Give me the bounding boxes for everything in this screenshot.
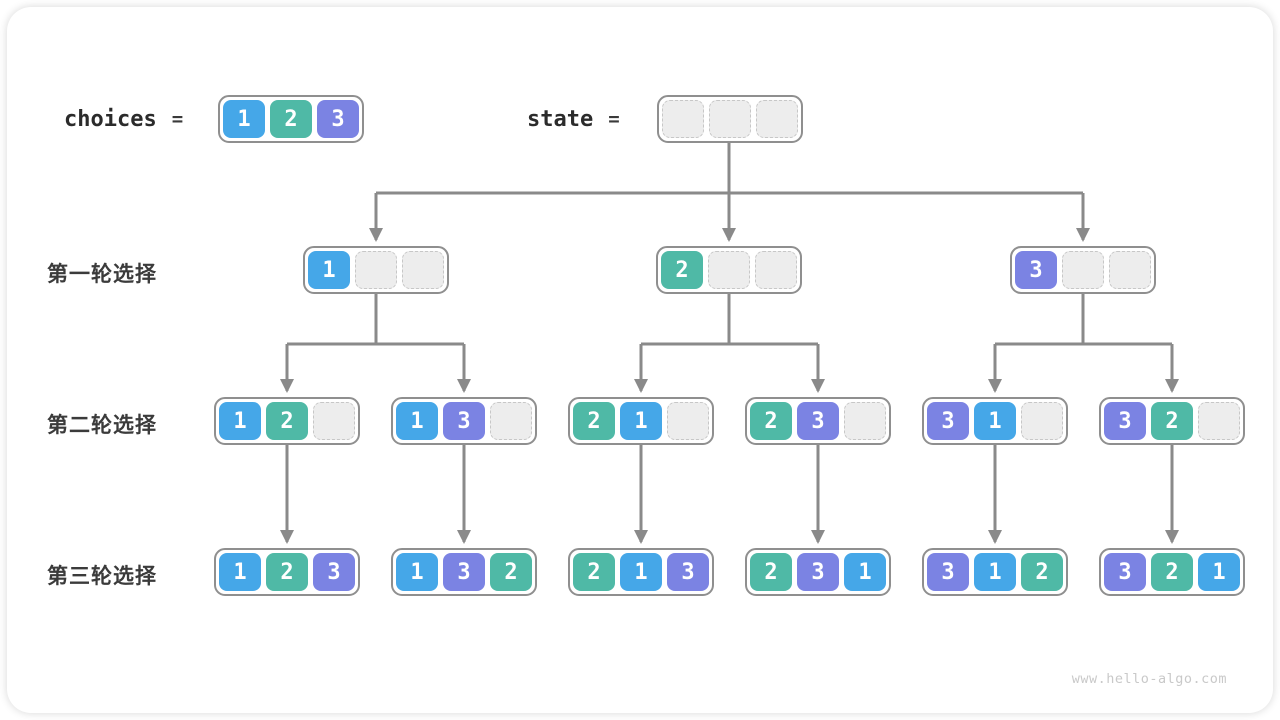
state-header: state = bbox=[527, 95, 620, 143]
value-cell-1: 1 bbox=[974, 553, 1016, 591]
value-cell-3: 3 bbox=[1104, 402, 1146, 440]
value-cell-2: 2 bbox=[1151, 553, 1193, 591]
value-cell-2: 2 bbox=[266, 553, 308, 591]
round-3-label: 第三轮选择 bbox=[47, 565, 157, 588]
round-2-label: 第二轮选择 bbox=[47, 414, 157, 437]
value-cell-1: 1 bbox=[308, 251, 350, 289]
value-cell-1: 1 bbox=[620, 553, 662, 591]
value-cell-1: 1 bbox=[974, 402, 1016, 440]
value-cell-3: 3 bbox=[927, 402, 969, 440]
empty-cell bbox=[1021, 402, 1063, 440]
empty-cell bbox=[355, 251, 397, 289]
value-cell-2: 2 bbox=[750, 553, 792, 591]
value-cell-2: 2 bbox=[661, 251, 703, 289]
choices-equals-sign: = bbox=[171, 108, 184, 130]
empty-cell bbox=[402, 251, 444, 289]
empty-cell bbox=[844, 402, 886, 440]
value-cell-2: 2 bbox=[490, 553, 532, 591]
empty-cell bbox=[313, 402, 355, 440]
empty-cell bbox=[756, 100, 798, 138]
value-cell-2: 2 bbox=[270, 100, 312, 138]
value-cell-1: 1 bbox=[219, 553, 261, 591]
empty-cell bbox=[1198, 402, 1240, 440]
value-cell-3: 3 bbox=[317, 100, 359, 138]
empty-cell bbox=[709, 100, 751, 138]
empty-cell bbox=[490, 402, 532, 440]
value-cell-3: 3 bbox=[443, 553, 485, 591]
state-equals-sign: = bbox=[608, 108, 620, 130]
value-cell-1: 1 bbox=[1198, 553, 1240, 591]
value-cell-2: 2 bbox=[750, 402, 792, 440]
round-1-state-box-3: 3 bbox=[1010, 246, 1156, 294]
value-cell-3: 3 bbox=[1015, 251, 1057, 289]
value-cell-1: 1 bbox=[223, 100, 265, 138]
round-1-state-box-1: 1 bbox=[303, 246, 449, 294]
value-cell-3: 3 bbox=[313, 553, 355, 591]
value-cell-2: 2 bbox=[573, 553, 615, 591]
empty-cell bbox=[667, 402, 709, 440]
round-1-state-box-2: 2 bbox=[656, 246, 802, 294]
value-cell-2: 2 bbox=[1151, 402, 1193, 440]
value-cell-3: 3 bbox=[443, 402, 485, 440]
empty-cell bbox=[1062, 251, 1104, 289]
tree-connector-arrows bbox=[280, 143, 1179, 544]
value-cell-3: 3 bbox=[1104, 553, 1146, 591]
value-cell-1: 1 bbox=[396, 402, 438, 440]
state-label: state bbox=[527, 106, 594, 132]
value-cell-1: 1 bbox=[844, 553, 886, 591]
empty-cell bbox=[755, 251, 797, 289]
value-cell-3: 3 bbox=[927, 553, 969, 591]
value-cell-1: 1 bbox=[620, 402, 662, 440]
empty-cell bbox=[662, 100, 704, 138]
empty-cell bbox=[1109, 251, 1151, 289]
choices-header: choices = bbox=[64, 95, 183, 143]
value-cell-1: 1 bbox=[219, 402, 261, 440]
empty-cell bbox=[708, 251, 750, 289]
value-cell-1: 1 bbox=[396, 553, 438, 591]
value-cell-3: 3 bbox=[667, 553, 709, 591]
value-cell-2: 2 bbox=[266, 402, 308, 440]
state-box bbox=[657, 95, 803, 143]
value-cell-2: 2 bbox=[1021, 553, 1063, 591]
value-cell-3: 3 bbox=[797, 553, 839, 591]
value-cell-3: 3 bbox=[797, 402, 839, 440]
round-1-label: 第一轮选择 bbox=[47, 263, 157, 286]
choices-label: choices bbox=[64, 106, 157, 132]
value-cell-2: 2 bbox=[573, 402, 615, 440]
watermark: www.hello-algo.com bbox=[1071, 671, 1227, 687]
